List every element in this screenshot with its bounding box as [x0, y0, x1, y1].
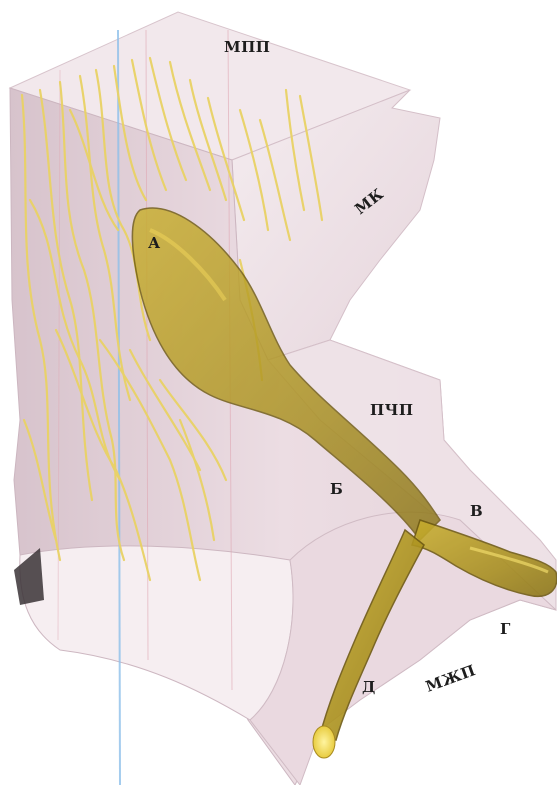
- left-branch-tip: [313, 726, 335, 758]
- label-pchp: ПЧП: [370, 401, 414, 419]
- label-a: А: [148, 234, 161, 252]
- label-mpp: МПП: [224, 38, 270, 56]
- label-mzhp: МЖП: [423, 661, 478, 696]
- block-bottom-cut: [20, 546, 293, 720]
- label-b: Б: [330, 480, 343, 498]
- label-d: Д: [362, 678, 376, 696]
- label-v: В: [470, 502, 483, 520]
- label-g: Г: [500, 620, 511, 638]
